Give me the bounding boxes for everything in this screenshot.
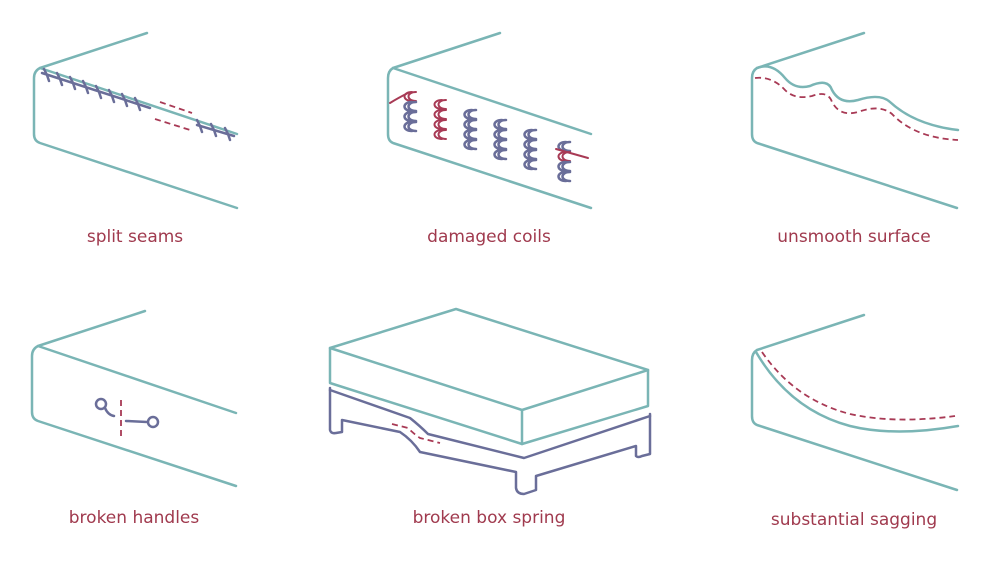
caption-split-seams: split seams [86,227,184,247]
unsmooth-surface-icon [750,31,960,210]
caption-broken-handles: broken handles [68,508,200,528]
caption-broken-box-spring: broken box spring [412,508,566,528]
split-seams-icon [32,31,239,210]
broken-box-spring-icon [328,307,652,496]
caption-unsmooth-surface: unsmooth surface [777,227,931,247]
caption-damaged-coils: damaged coils [427,227,551,247]
substantial-sagging-icon [750,313,960,492]
broken-handles-icon [30,309,238,488]
caption-substantial-sagging: substantial sagging [770,510,938,530]
damaged-coils-icon [386,31,593,210]
